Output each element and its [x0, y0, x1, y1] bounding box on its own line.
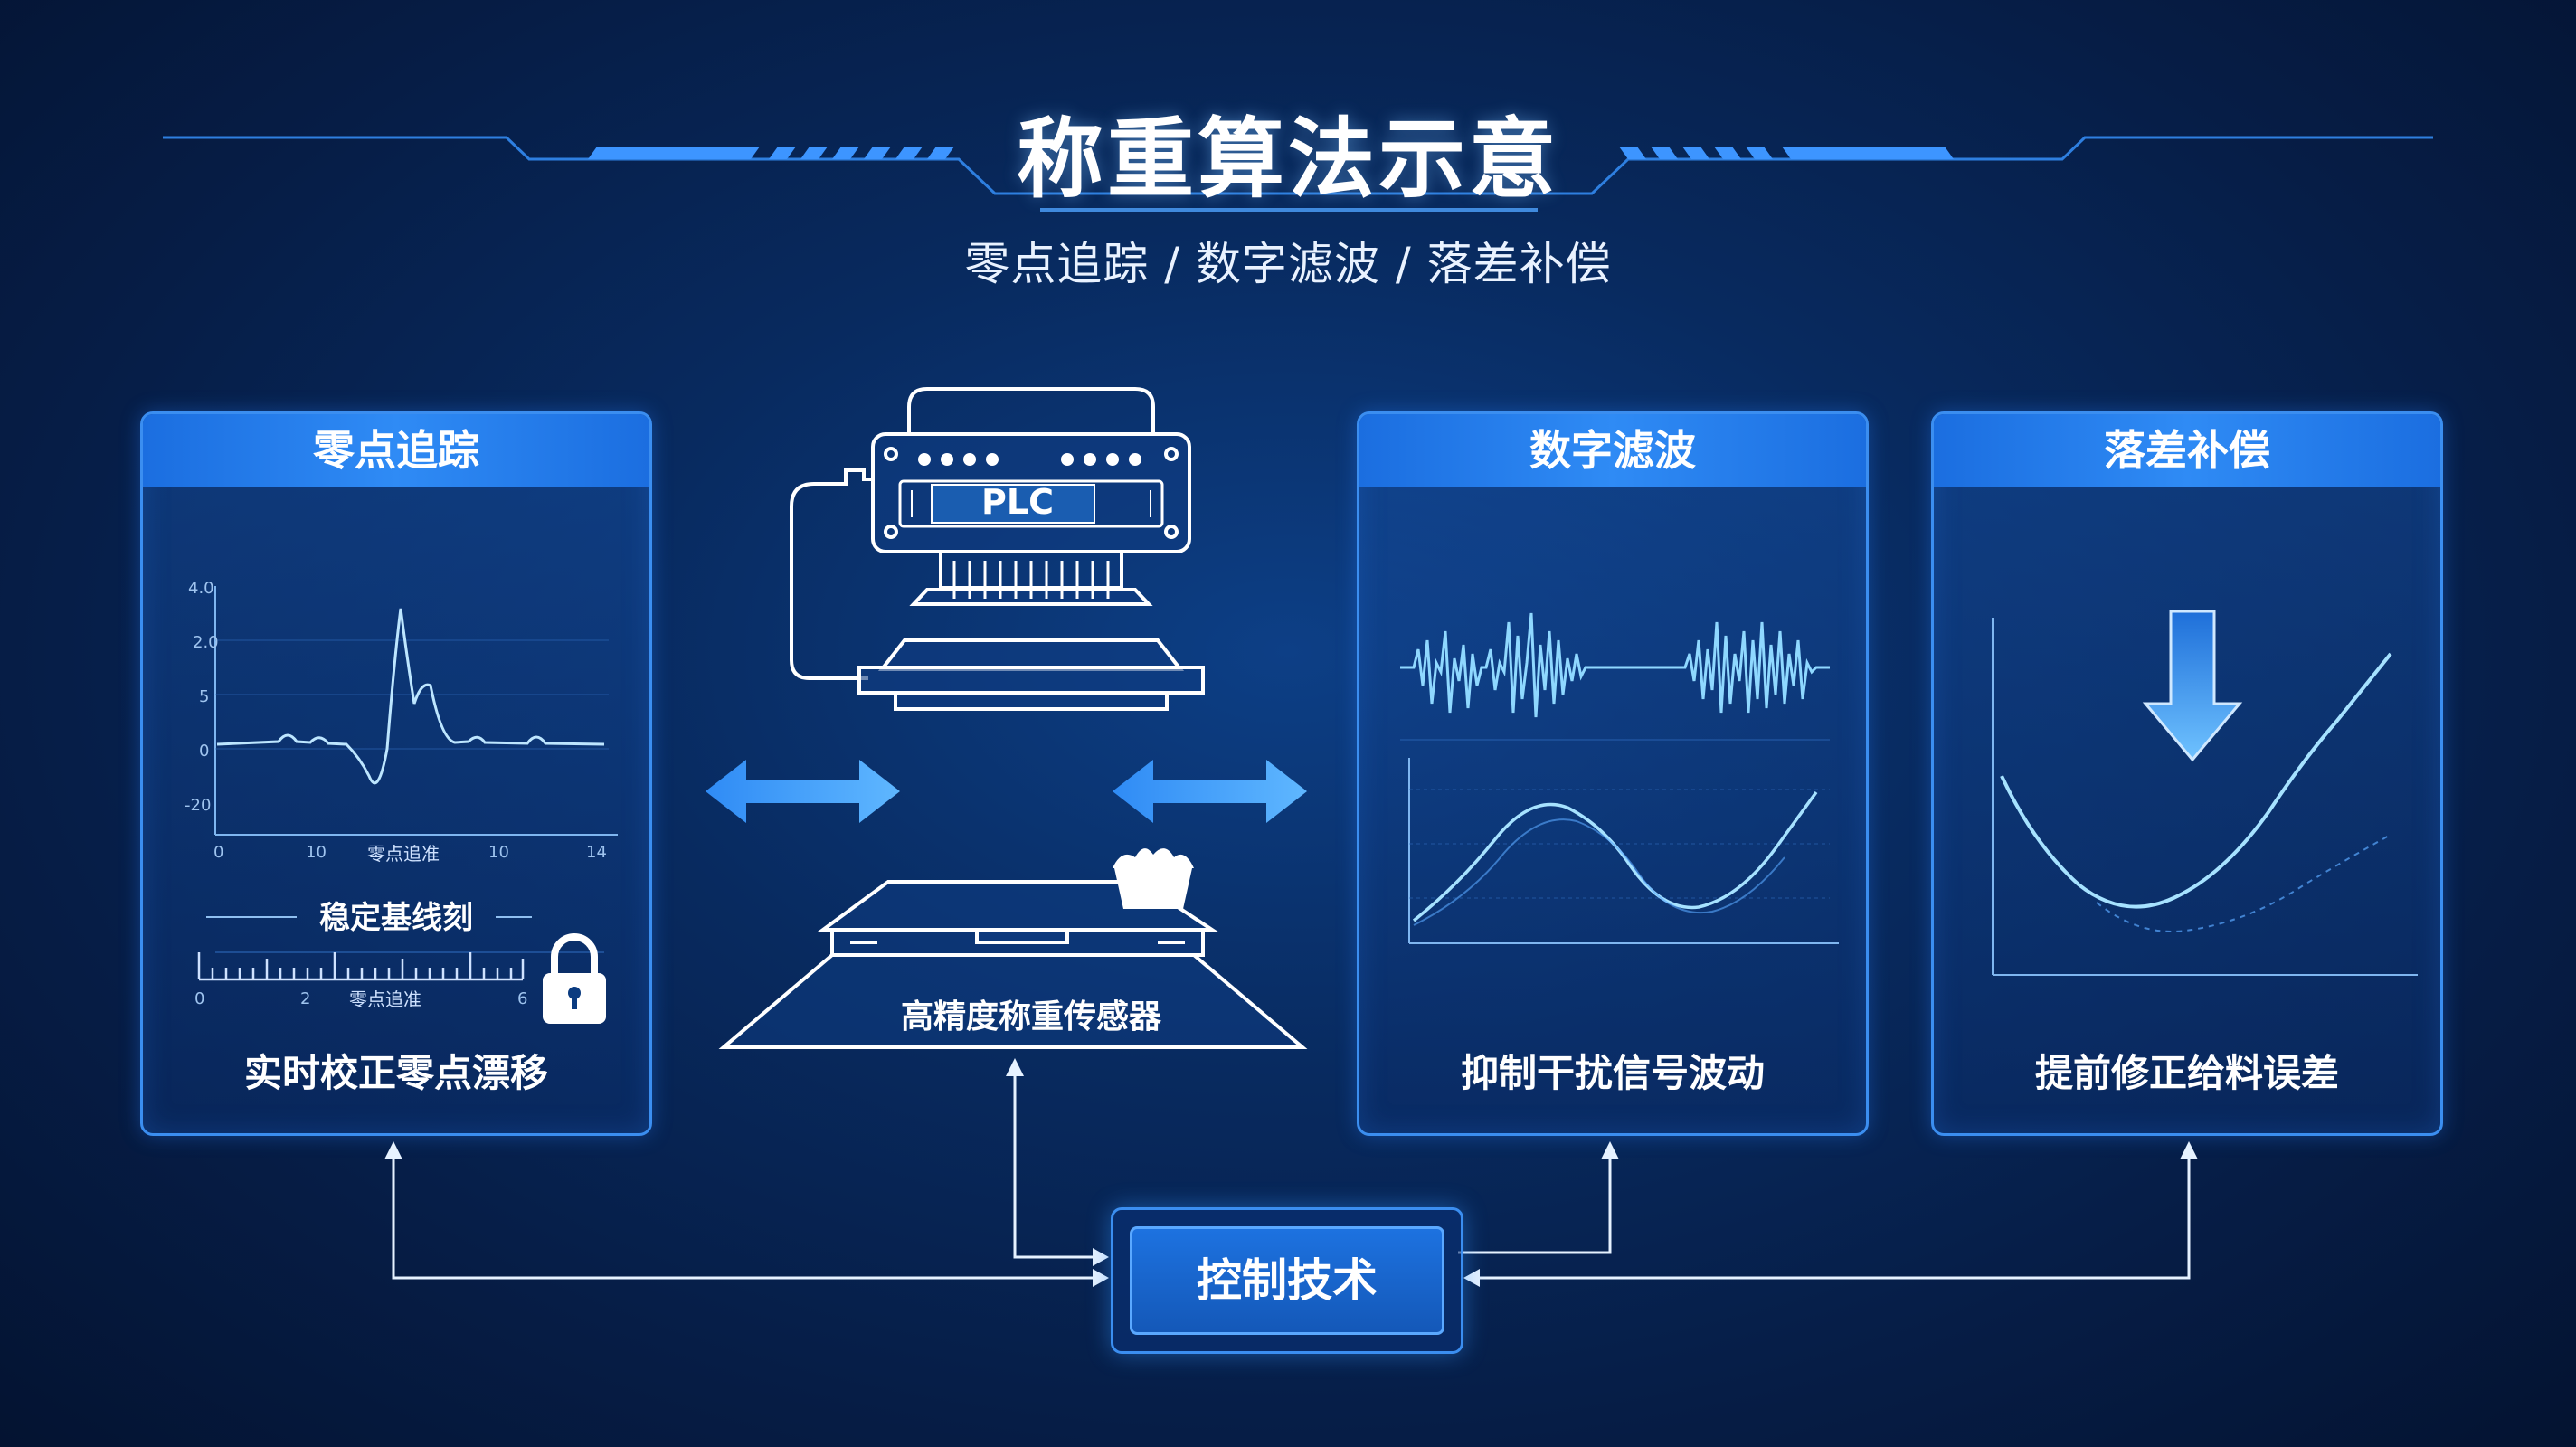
header-decoration [163, 136, 2433, 212]
down-arrow-icon [2142, 610, 2243, 762]
page-title: 称重算法示意 [1017, 109, 1559, 210]
y-tick-5: -20 [185, 796, 211, 815]
control-technology-box: 控制技术 [1111, 1207, 1463, 1354]
zero-signal-curve [216, 608, 605, 785]
weighing-platform [718, 880, 1308, 1049]
zero-tracking-panel: 零点追踪 4.0 2.0 5 0 -20 0 10 10 14 零点追准 稳定基… [140, 411, 652, 1136]
compensation-curve [2000, 652, 2392, 909]
bidirectional-arrow-left [706, 760, 900, 823]
ruler-tick-2: 2 [300, 989, 310, 1008]
raw-signal-curve [1413, 818, 1785, 926]
target-dashed-curve [2096, 834, 2391, 932]
drop-compensation-caption: 提前修正给料误差 [2034, 1051, 2339, 1095]
noisy-signal-wave [1400, 612, 1830, 718]
ruler-label: 零点追准 [349, 988, 421, 1010]
plc-unit [790, 387, 1205, 711]
page-subtitle: 零点追踪 / 数字滤波 / 落差补偿 [964, 238, 1612, 290]
lock-icon [543, 933, 606, 1024]
bidirectional-arrow-right [1113, 760, 1307, 823]
y-tick-2: 2.0 [193, 633, 219, 652]
control-technology-label: 控制技术 [1130, 1226, 1444, 1335]
ruler-tick-0: 0 [194, 989, 204, 1008]
digital-filter-panel: 数字滤波 抑制干扰信号波动 [1357, 411, 1869, 1136]
drop-compensation-panel: 落差补偿 提前修正给料误差 [1931, 411, 2443, 1136]
plc-label: PLC [981, 482, 1054, 522]
x-tick-1: 0 [213, 843, 223, 862]
drop-compensation-chart [1992, 610, 2418, 976]
sensor-label: 高精度称重传感器 [900, 998, 1161, 1036]
zero-tracking-chart: 4.0 2.0 5 0 -20 0 10 10 14 零点追准 稳定基线刻 [185, 579, 618, 1024]
x-tick-2: 10 [306, 843, 327, 862]
zero-tracking-caption: 实时校正零点漂移 [243, 1051, 548, 1095]
y-tick-3: 5 [199, 687, 209, 706]
y-tick-4: 0 [199, 742, 209, 761]
digital-filter-caption: 抑制干扰信号波动 [1460, 1051, 1765, 1095]
y-tick-1: 4.0 [188, 579, 214, 598]
x-tick-3: 10 [488, 843, 509, 862]
plc-sensor-illustration: PLC [706, 387, 1308, 1049]
baseline-label: 稳定基线刻 [319, 900, 473, 936]
digital-filter-chart [1400, 612, 1839, 944]
digital-filter-title: 数字滤波 [1359, 414, 1866, 487]
drop-compensation-title: 落差补偿 [1934, 414, 2440, 487]
ruler-tick-6: 6 [517, 989, 527, 1008]
chart-axis-label: 零点追准 [367, 843, 440, 865]
material-bucket-icon [1113, 848, 1194, 909]
filtered-signal-curve [1412, 790, 1818, 922]
x-tick-4: 14 [586, 843, 607, 862]
zero-tracking-title: 零点追踪 [143, 414, 649, 487]
